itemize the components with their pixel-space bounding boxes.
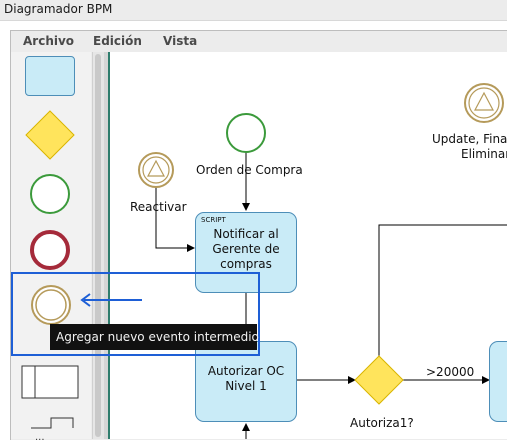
update-event[interactable]	[464, 83, 504, 123]
flow-reactivar-to-notify[interactable]	[155, 187, 195, 252]
flow-gateway-up[interactable]	[378, 224, 507, 356]
shape-palette: ...	[11, 52, 91, 443]
update-label-line1: Update, Finali	[432, 132, 507, 146]
pointer-arrow-icon	[80, 293, 142, 307]
gateway-diamond-icon	[25, 110, 75, 160]
diagram-canvas[interactable]: Orden de Compra Reactivar Update, Finali…	[108, 52, 507, 439]
intermediate-event-highlight	[11, 272, 260, 356]
menu-archivo[interactable]: Archivo	[23, 34, 75, 48]
tooltip: Agregar nuevo evento intermedio	[50, 324, 259, 350]
gateway-tool[interactable]	[24, 109, 76, 161]
next-task[interactable]	[489, 341, 507, 422]
end-event-tool[interactable]	[28, 228, 72, 272]
splitter[interactable]	[104, 52, 108, 439]
lane-tool[interactable]: ...	[29, 414, 75, 443]
reactivar-label: Reactivar	[130, 200, 187, 214]
reactivar-event[interactable]	[138, 152, 174, 188]
task-shape-icon	[25, 56, 75, 96]
palette-scrollbar[interactable]	[92, 52, 104, 439]
menu-edicion[interactable]: Edición	[93, 34, 142, 48]
connectors-layer	[138, 83, 507, 439]
menu-vista[interactable]: Vista	[163, 34, 198, 48]
authorize-gateway[interactable]	[354, 355, 404, 405]
notify-task[interactable]: SCRIPT Notificar al Gerente de compras	[195, 212, 297, 293]
pool-tool[interactable]	[21, 365, 79, 401]
palette-scroll-thumb[interactable]	[95, 54, 101, 437]
authorize-task-label: Autorizar OC Nivel 1	[207, 364, 285, 393]
pool-icon	[21, 365, 79, 399]
lane-icon: ...	[31, 417, 74, 443]
window-title: Diagramador BPM	[4, 2, 113, 16]
end-event-icon	[30, 230, 70, 270]
title-bar: Diagramador BPM	[0, 0, 507, 21]
script-tag: SCRIPT	[201, 216, 226, 224]
start-event-icon	[30, 174, 70, 214]
svg-text:...: ...	[35, 432, 45, 440]
flow-label: >20000	[426, 365, 475, 379]
task-tool[interactable]	[25, 56, 75, 96]
start-event-label: Orden de Compra	[196, 163, 303, 177]
notify-task-label: Notificar al Gerente de compras	[212, 227, 280, 271]
update-label-line2: Eliminar	[461, 147, 507, 161]
menu-bar: Archivo Edición Vista	[11, 31, 507, 51]
gateway-label: Autoriza1?	[350, 416, 414, 430]
start-event[interactable]	[226, 113, 266, 153]
start-event-tool[interactable]	[28, 172, 72, 216]
